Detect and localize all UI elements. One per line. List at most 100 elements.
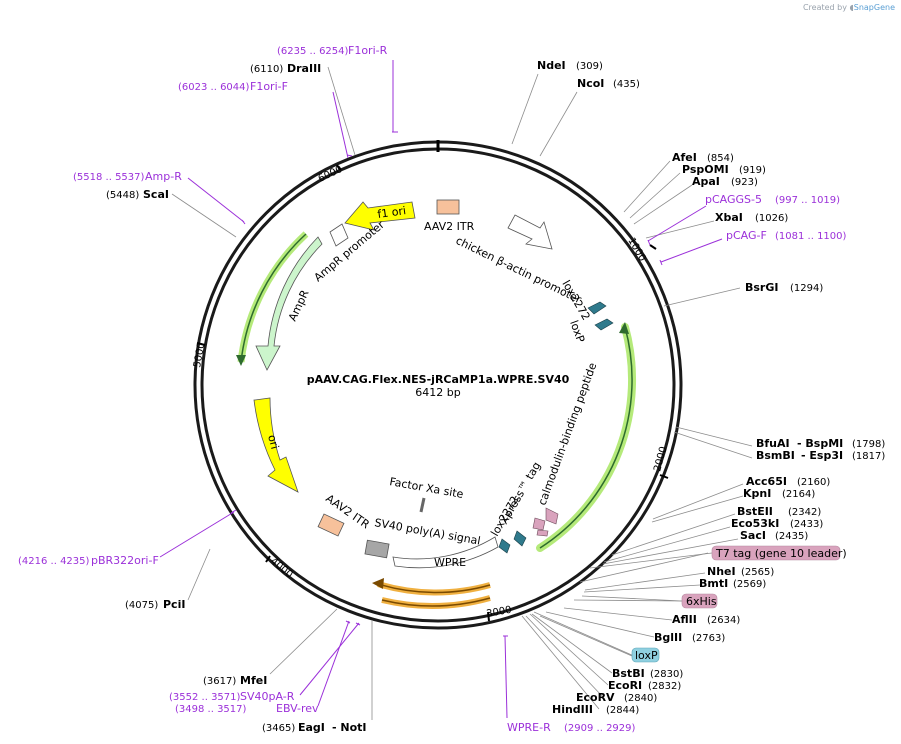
primer-f1ori-r[interactable]: F1ori-R [348,44,388,57]
chicken-bactin-label: chicken β-actin promoter [454,234,584,306]
primer-sv40pa-r[interactable]: SV40pA-R [240,690,295,703]
enzyme-ncoi[interactable]: NcoI [577,77,604,90]
primer-amp-r[interactable]: Amp-R [145,170,182,183]
primer-pcag-f-pos: (1081 .. 1100) [775,231,847,242]
enzyme-bsrgi-pos: (1294) [790,283,823,294]
ori-label: ori [265,433,281,450]
enzyme-mfei[interactable]: MfeI [240,674,267,687]
factor-xa-label: Factor Xa site [388,475,464,501]
enzyme-eco53ki[interactable]: Eco53kI [731,517,779,530]
primer-pcag-f[interactable]: pCAG-F [726,229,767,242]
xpress-tag-feature[interactable] [536,529,549,537]
enzyme-hindiii-pos: (2844) [606,705,639,716]
tick-5000: 5000 [192,342,207,369]
primer-f1ori-f-pos: (6023 .. 6044) [178,82,250,93]
enzyme-bsrgi[interactable]: BsrGI [745,281,778,294]
f1-ori-arrow[interactable] [344,201,416,231]
orange-arc-2[interactable] [381,597,491,607]
loxp-bottom-arrow[interactable] [498,538,511,554]
enzyme-ecorv-pos: (2840) [624,693,657,704]
created-by-credit: Created by ◖SnapGene [802,3,895,12]
primer-ebv-rev-pos: (3498 .. 3517) [175,704,247,715]
ampr-promoter-arrow[interactable] [329,223,349,247]
wpre-label: WPRE [434,556,466,569]
enzyme-bsmbi[interactable]: BsmBI [756,449,795,462]
primer-f1ori-f[interactable]: F1ori-F [250,80,288,93]
enzyme-eagi-pos: (3465) [262,723,295,734]
enzyme-pcii-pos: (4075) [125,600,158,611]
enzyme-ecorv[interactable]: EcoRV [576,691,615,704]
primer-wpre-r[interactable]: WPRE-R [507,721,551,734]
enzyme-afei[interactable]: AfeI [672,151,697,164]
primer-pcaggs-5[interactable]: pCAGGS-5 [705,193,762,206]
enzyme-eagi[interactable]: EagI [298,721,325,734]
enzyme-saci[interactable]: SacI [740,529,766,542]
enzyme-hindiii[interactable]: HindIII [552,703,593,716]
lox2272-bottom-arrow[interactable] [513,530,527,547]
primer-ebv-rev[interactable]: EBV-rev [276,702,319,715]
enzyme-esp3i-pos: (1817) [852,451,885,462]
enzyme-eco53ki-pos: (2433) [790,519,823,530]
chicken-bactin-arrow[interactable] [507,214,553,250]
enzyme-bmti[interactable]: BmtI [699,577,728,590]
enzyme-mfei-pos: (3617) [203,676,236,687]
enzyme-aflii[interactable]: AflII [672,613,697,626]
plasmid-name: pAAV.CAG.Flex.NES-jRCaMP1a.WPRE.SV40 [307,373,570,386]
cds-arrowhead [619,322,629,334]
enzyme-pspomi[interactable]: PspOMI [682,163,729,176]
aav2-itr-bottom-box[interactable] [317,513,345,537]
ori-arrow[interactable] [253,397,299,493]
enzyme-bsteii[interactable]: BstEII [737,505,773,518]
lox2272-top-arrow[interactable] [587,301,607,315]
cds-line[interactable] [539,326,633,549]
sv40-polya-box[interactable] [364,539,390,559]
ampr-cds-line[interactable] [240,233,307,363]
t7-tag-feature[interactable] [545,507,559,525]
primer-amp-r-pos: (5518 .. 5537) [73,172,145,183]
enzyme-draiii[interactable]: DraIII [287,62,321,75]
enzyme-nhei[interactable]: NheI [707,565,736,578]
wpre-arrow[interactable] [392,536,499,569]
enzyme-bfuai[interactable]: BfuAI [756,437,790,450]
enzyme-lines [171,66,753,720]
enzyme-esp3i[interactable]: - Esp3I [801,449,843,462]
enzyme-bspmi[interactable]: - BspMI [797,437,843,450]
enzyme-bmti-pos: (2569) [733,579,766,590]
enzyme-kpni-pos: (2164) [782,489,815,500]
loxp-top-arrow[interactable] [594,318,614,331]
enzyme-kpni[interactable]: KpnI [743,487,771,500]
enzyme-ecori[interactable]: EcoRI [608,679,642,692]
enzyme-xbai-pos: (1026) [755,213,788,224]
orange-arc-1[interactable] [377,583,491,594]
sv40-polya-label: SV40 poly(A) signal [373,516,481,547]
aav2-itr-top-box[interactable] [436,199,460,215]
enzyme-bstbi[interactable]: BstBI [612,667,645,680]
ampr-label: AmpR [286,288,312,324]
enzyme-ncoi-pos: (435) [613,79,640,90]
enzyme-scai[interactable]: ScaI [143,188,169,201]
enzyme-acc65i[interactable]: Acc65I [746,475,787,488]
enzyme-scai-pos: (5448) [106,190,139,201]
f1-ori-label: f1 ori [377,204,407,221]
his-tag-feature[interactable] [532,517,546,531]
enzyme-pcii[interactable]: PciI [163,598,185,611]
primer-wpre-r-pos: (2909 .. 2929) [564,723,636,734]
enzyme-noti[interactable]: - NotI [332,721,367,734]
enzyme-ndei[interactable]: NdeI [537,59,566,72]
primer-f1ori-r-pos: (6235 .. 6254) [277,46,349,57]
enzyme-saci-pos: (2435) [775,531,808,542]
enzyme-xbai[interactable]: XbaI [715,211,743,224]
enzyme-ndei-pos: (309) [576,61,603,72]
ampr-arrow[interactable] [255,236,323,371]
loxp-label-box[interactable] [631,647,660,663]
enzyme-bglii[interactable]: BglII [654,631,682,644]
his-tag-label: 6xHis [686,595,717,608]
enzyme-apai[interactable]: ApaI [692,175,720,188]
factor-xa-mark[interactable] [419,497,426,513]
t7-tag-label-box[interactable] [711,545,841,561]
his-tag-label-box[interactable] [681,593,718,609]
primer-pbr322ori-f[interactable]: pBR322ori-F [91,554,159,567]
orange-arc-1-head [372,578,384,589]
enzyme-aflii-pos: (2634) [707,615,740,626]
